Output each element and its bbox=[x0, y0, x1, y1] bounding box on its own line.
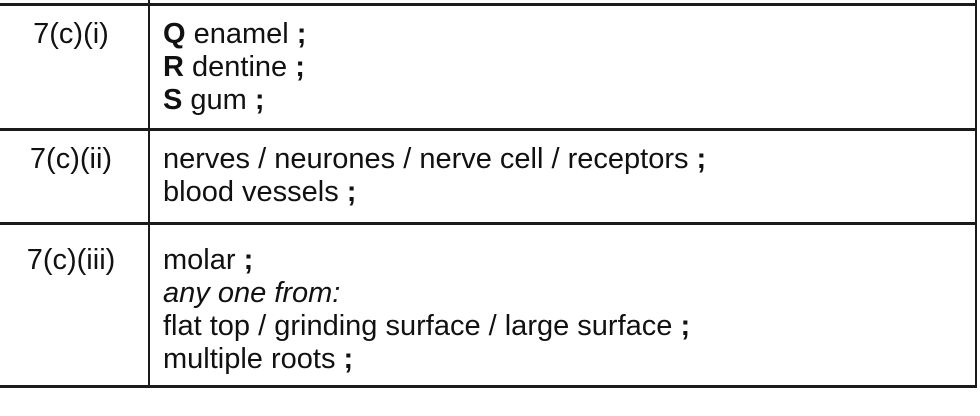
question-number-cell: 7(c)(iii) bbox=[0, 225, 150, 385]
mark-scheme-table: 7(c)(i)Q enamel ;R dentine ;S gum ;7(c)(… bbox=[0, 3, 977, 388]
bold-text-segment: R bbox=[163, 51, 184, 83]
bold-text-segment: ; bbox=[243, 244, 254, 276]
answer-cell: molar ;any one from:flat top / grinding … bbox=[150, 225, 975, 385]
text-segment: flat top / grinding surface / large surf… bbox=[163, 310, 681, 342]
text-segment: multiple roots bbox=[163, 343, 344, 375]
question-number-cell: 7(c)(i) bbox=[0, 6, 150, 128]
bold-text-segment: ; bbox=[295, 51, 305, 83]
answer-line: R dentine ; bbox=[163, 51, 967, 84]
bold-text-segment: ; bbox=[343, 343, 354, 375]
bold-text-segment: ; bbox=[346, 176, 357, 208]
table-row: 7(c)(i)Q enamel ;R dentine ;S gum ; bbox=[0, 6, 975, 131]
answer-line: Q enamel ; bbox=[163, 18, 967, 51]
answer-line: multiple roots ; bbox=[163, 343, 967, 376]
bold-text-segment: Q bbox=[163, 18, 186, 50]
column-divider-overhang bbox=[148, 0, 150, 3]
table-row: 7(c)(ii) nerves / neurones / nerve cell /… bbox=[0, 131, 975, 225]
bold-text-segment: ; bbox=[696, 143, 707, 175]
text-segment: blood vessels bbox=[163, 176, 347, 208]
italic-text-segment: any one from: bbox=[163, 277, 341, 309]
table-row: 7(c)(iii)molar ;any one from:flat top / … bbox=[0, 225, 975, 385]
answer-line: any one from: bbox=[163, 277, 967, 310]
bold-text-segment: ; bbox=[254, 84, 265, 116]
answer-line: molar ; bbox=[163, 244, 967, 277]
bold-text-segment: ; bbox=[296, 18, 307, 50]
bold-text-segment: ; bbox=[680, 310, 691, 342]
answer-line: S gum ; bbox=[163, 84, 967, 117]
text-segment: dentine bbox=[183, 51, 296, 83]
answer-line: flat top / grinding surface / large surf… bbox=[163, 310, 967, 343]
question-number-cell: 7(c)(ii) bbox=[0, 131, 150, 222]
text-segment: gum bbox=[182, 84, 255, 116]
answer-cell: nerves / neurones / nerve cell / recepto… bbox=[150, 131, 975, 222]
answer-cell: Q enamel ;R dentine ;S gum ; bbox=[150, 6, 975, 128]
text-segment: nerves / neurones / nerve cell / recepto… bbox=[163, 143, 697, 175]
text-segment: molar bbox=[163, 244, 244, 276]
bold-text-segment: S bbox=[163, 84, 183, 116]
right-border-overhang bbox=[975, 0, 977, 3]
answer-line: nerves / neurones / nerve cell / recepto… bbox=[163, 143, 967, 176]
text-segment: enamel bbox=[185, 18, 297, 50]
answer-line: blood vessels ; bbox=[163, 176, 967, 209]
